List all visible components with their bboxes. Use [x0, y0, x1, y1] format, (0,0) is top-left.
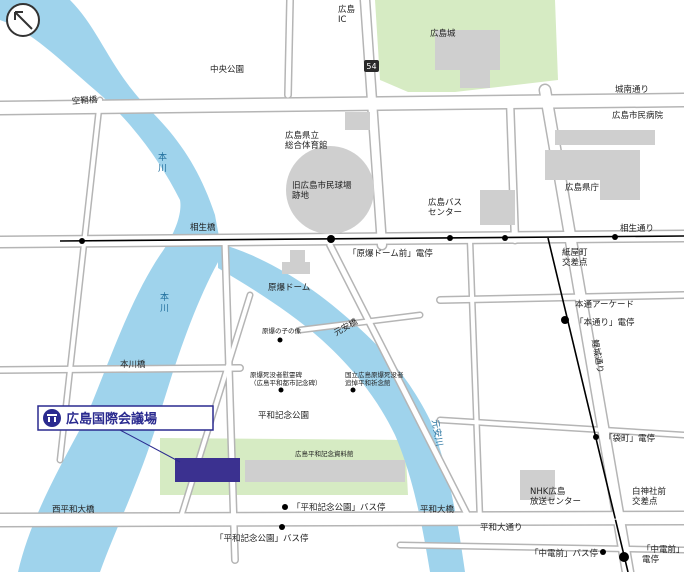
label-genbaku-dome-mae-stop: 「原爆ドーム前」電停: [348, 248, 433, 259]
venue-callout[interactable]: 広島国際会議場: [37, 405, 214, 463]
bus-center-building: [480, 190, 515, 225]
tram-stop-dot: [79, 238, 85, 244]
tram-stop-dot: [561, 316, 569, 324]
label-heiwa-odori: 平和大通り: [480, 522, 523, 533]
buildings: [245, 30, 655, 500]
label-honkawa-lower: 本川: [160, 291, 169, 314]
label-memorial-cenotaph: 原爆死没者慰霊碑（広島平和都市記念碑）: [250, 370, 322, 387]
label-chuden-mae-bus-stop: 「中電前」バス停: [530, 548, 599, 559]
building: [460, 70, 490, 88]
label-peace-park: 平和記念公園: [258, 410, 309, 421]
tram-stop-dot: [502, 235, 508, 241]
tram-stop-dot: [612, 234, 618, 240]
label-hiroshima-city-hospital: 広島市民病院: [612, 110, 664, 121]
label-kamiyacho-crossing: 紙屋町交差点: [562, 247, 588, 268]
building: [545, 150, 640, 180]
label-chuo-park: 中央公園: [210, 64, 244, 75]
building: [555, 130, 655, 145]
label-honkawa-upper: 本川: [158, 151, 167, 174]
label-hakushima-crossing: 白神社前交差点: [632, 486, 667, 507]
label-fukuromachi-stop: 「袋町」電停: [604, 433, 656, 444]
tram-line: [0, 235, 684, 572]
ota-river: [0, 0, 222, 572]
highway-route-marker: 54: [364, 60, 379, 72]
label-chuden-mae-stop: 「中電前」電停: [642, 544, 684, 565]
building: [290, 250, 305, 265]
poi-dot: [277, 337, 283, 343]
venue-building[interactable]: [175, 458, 240, 482]
poi-dot: [278, 387, 284, 393]
building: [345, 112, 370, 130]
label-heiwa-bridge: 平和大橋: [420, 504, 455, 515]
building: [600, 180, 640, 200]
label-peace-museum: 広島平和記念資料館: [295, 449, 354, 458]
museum-building: [245, 460, 405, 482]
label-bus-center: 広島バスセンター: [428, 197, 462, 218]
label-old-stadium-site: 旧広島市民球場跡地: [292, 180, 352, 201]
building: [435, 30, 500, 70]
conference-hall-icon: [43, 409, 61, 427]
tram-stop-dot: [619, 552, 629, 562]
bus-stop-dot: [600, 549, 606, 555]
label-sorasaya-bridge: 空鞘橋: [71, 94, 98, 107]
label-honkawa-bridge: 本川橋: [120, 359, 146, 370]
bus-stop-dot: [279, 524, 285, 530]
tram-stop-dot: [447, 235, 453, 241]
atomic-bomb-dome-building: [282, 262, 310, 274]
label-peace-park-bus-stop-1: 「平和記念公園」バス停: [292, 502, 386, 513]
poi-dot: [350, 387, 356, 393]
stop-markers: [79, 234, 629, 562]
label-hiroshima-castle: 広島城: [430, 28, 456, 39]
label-atomic-bomb-dome: 原爆ドーム: [268, 282, 310, 293]
old-stadium-site-shape: [286, 146, 374, 234]
bus-stop-dot: [282, 504, 288, 510]
label-aioi-dori: 相生通り: [620, 223, 654, 234]
building: [520, 470, 555, 500]
tram-stop-dot: [593, 434, 599, 440]
highway-route-number: 54: [366, 62, 376, 71]
label-prefectural-gym: 広島県立総合体育館: [285, 130, 328, 151]
label-peace-park-bus-stop-2: 「平和記念公園」バス停: [215, 533, 309, 544]
venue-label: 広島国際会議場: [66, 411, 157, 427]
label-childrens-monument: 原爆の子の像: [262, 326, 302, 335]
label-memorial-hall: 国立広島原爆死没者追悼平和祈念館: [345, 370, 404, 387]
label-nishi-heiwa-bridge: 西平和大橋: [52, 504, 95, 515]
label-hondori-arcade: 本通アーケード: [575, 299, 634, 310]
label-nhk-hiroshima: NHK広島放送センター: [530, 486, 581, 507]
tram-stop-dot: [327, 235, 335, 243]
label-prefectural-office: 広島県庁: [565, 182, 600, 193]
label-jonan-dori: 城南通り: [615, 84, 649, 95]
label-aioi-bridge: 相生橋: [190, 222, 216, 233]
label-hondori-stop: 「本通り」電停: [575, 317, 635, 328]
north-arrow-icon: [6, 3, 40, 37]
